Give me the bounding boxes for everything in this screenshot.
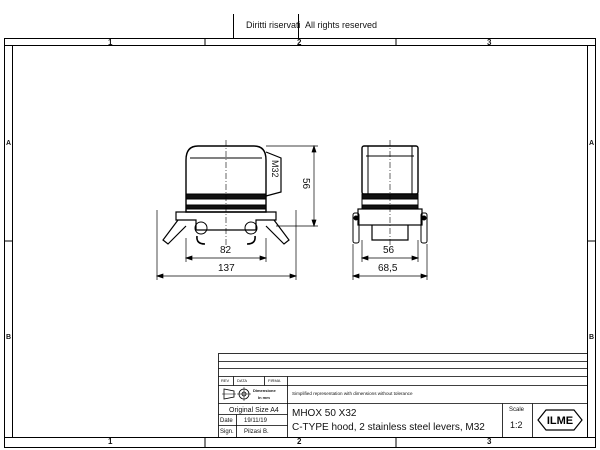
scale-value: 1:2 — [510, 420, 523, 430]
front-dimensions — [155, 144, 318, 280]
row-label-left-b: B — [6, 334, 12, 341]
original-size-label: Original Size A4 — [229, 407, 279, 414]
sign-row-label: Sign. — [220, 429, 234, 435]
ilme-logo: ILME — [537, 409, 583, 431]
dimensions-unit-label: In mm — [258, 395, 270, 400]
column-label-top-2: 2 — [297, 38, 302, 47]
front-inner-width-label: 82 — [220, 245, 232, 256]
part-number: MHOX 50 X32 — [292, 408, 357, 419]
title-block-frame — [218, 353, 588, 438]
front-height-label: 56 — [300, 178, 311, 190]
date-column-label: DATA — [237, 378, 248, 383]
date-value: 19/11/19 — [244, 418, 267, 424]
sheet-frame — [4, 14, 596, 448]
front-outer-width-label: 137 — [218, 263, 235, 274]
side-outer-width-label: 68,5 — [378, 263, 398, 274]
column-label-top-3: 3 — [487, 38, 492, 47]
column-label-bottom-1: 1 — [108, 437, 113, 446]
dimensions-label: Dimensione — [253, 388, 276, 393]
front-thread-label: M32 — [270, 160, 280, 178]
svg-text:ILME: ILME — [547, 415, 573, 427]
column-label-bottom-3: 3 — [487, 437, 492, 446]
front-view — [162, 140, 290, 250]
projection-symbol-icon — [222, 387, 251, 401]
scale-label: Scale — [509, 407, 525, 413]
date-row-label: Date — [220, 418, 233, 424]
rev-label: REV — [221, 378, 230, 383]
rights-reserved-it: Diritti riservati — [246, 20, 301, 30]
part-description: C-TYPE hood, 2 stainless steel levers, M… — [292, 422, 485, 433]
sign-value: Pilzasi B. — [244, 429, 269, 435]
row-label-right-a: A — [589, 140, 595, 147]
row-label-right-b: B — [589, 334, 595, 341]
side-dimensions — [351, 240, 429, 280]
column-label-bottom-2: 2 — [297, 437, 302, 446]
side-inner-width-label: 56 — [383, 245, 395, 256]
tolerance-note: Simplified representation with dimension… — [292, 391, 413, 396]
rights-reserved-en: All rights reserved — [305, 20, 378, 30]
column-label-top-1: 1 — [108, 38, 113, 47]
row-label-left-a: A — [6, 140, 12, 147]
signature-column-label: FIRMA — [268, 378, 281, 383]
side-view — [352, 140, 428, 250]
